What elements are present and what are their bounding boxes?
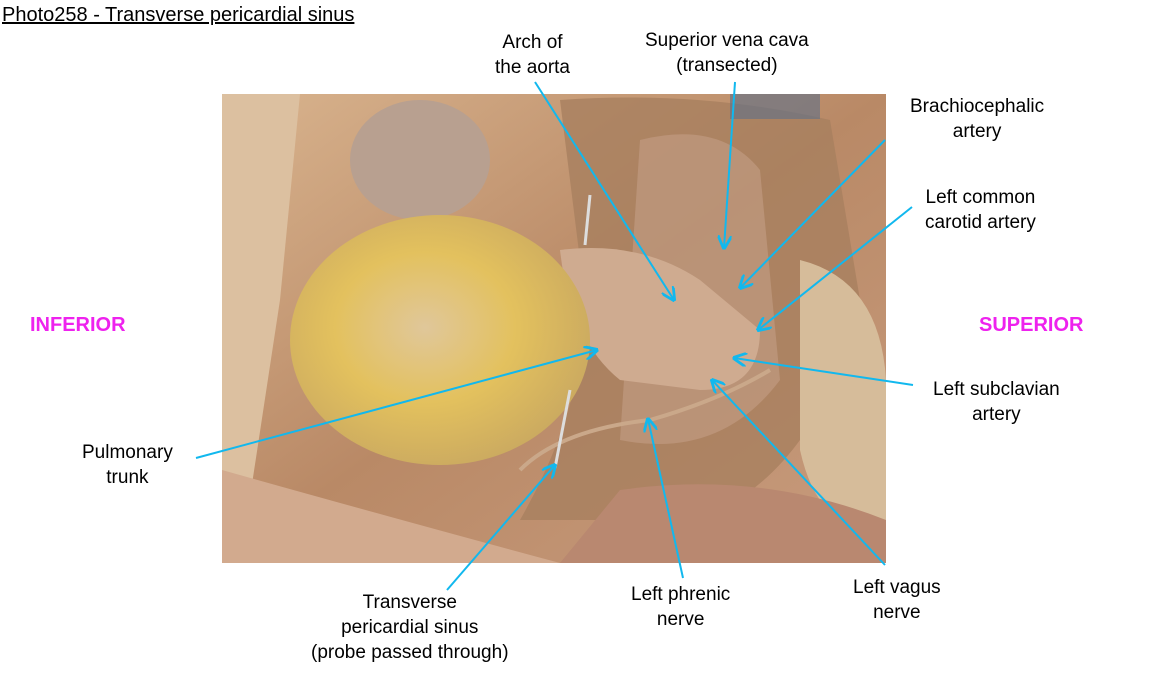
leader-pulmonary-trunk [195, 350, 597, 459]
leader-left-vagus [712, 380, 886, 566]
page-title: Photo258 - Transverse pericardial sinus [2, 4, 355, 26]
label-svc: Superior vena cava(transected) [645, 30, 809, 76]
leader-brachiocephalic [740, 139, 886, 288]
leader-svc [724, 81, 736, 248]
leader-left-common-carotid [758, 206, 913, 330]
leader-left-phrenic [648, 419, 684, 579]
orientation-superior: SUPERIOR [979, 314, 1084, 336]
leader-arch-aorta [534, 81, 674, 300]
orientation-inferior: INFERIOR [30, 314, 126, 336]
leader-transverse-sinus [446, 465, 555, 591]
leader-left-subclavian [734, 358, 914, 386]
